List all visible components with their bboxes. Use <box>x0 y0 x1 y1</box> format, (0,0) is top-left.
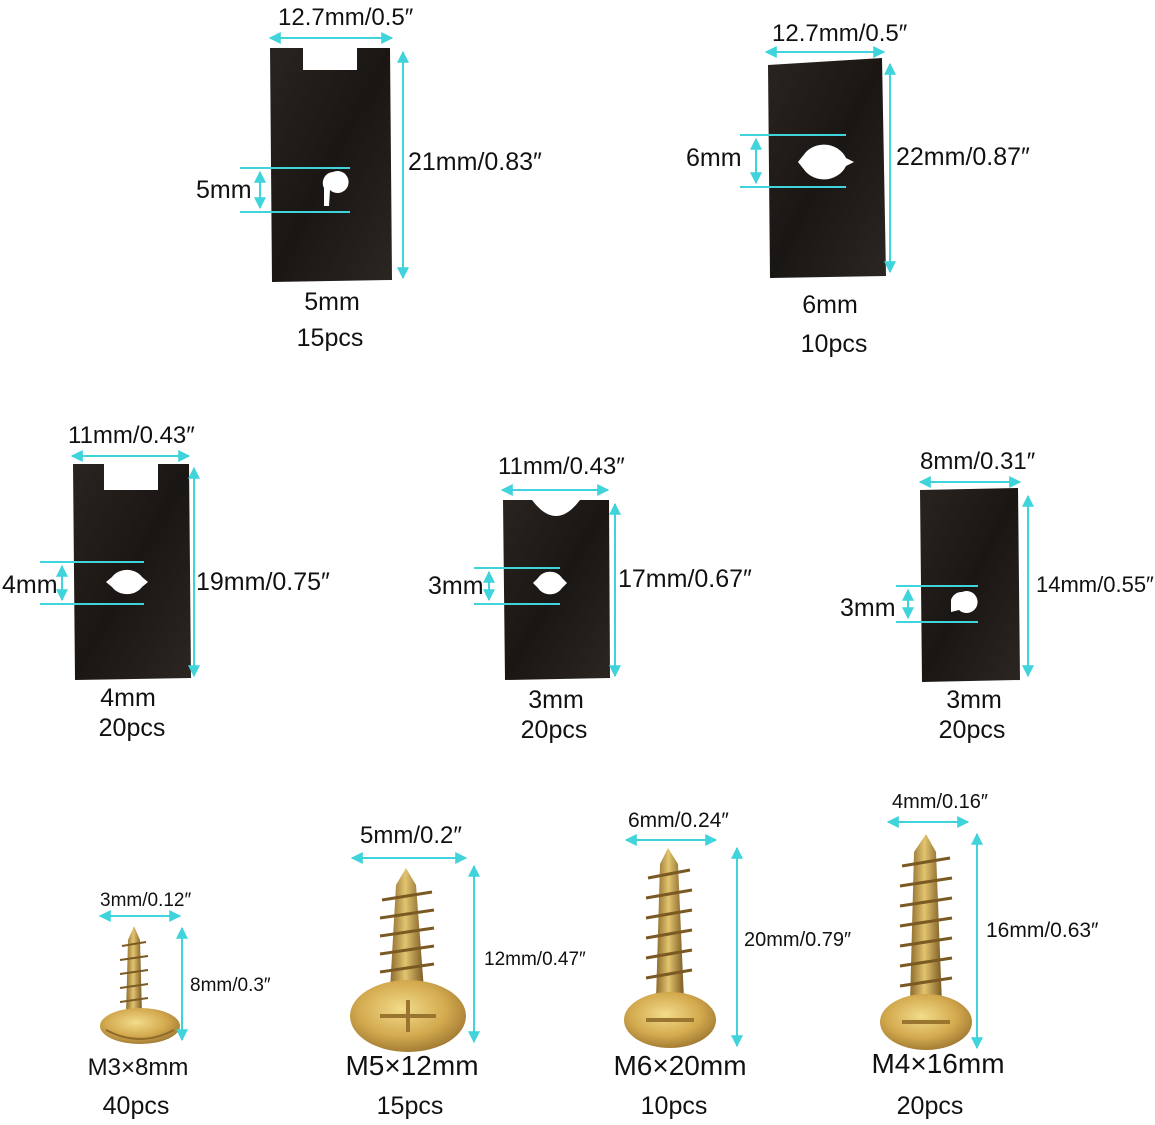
screw-m5x12-dimensions <box>350 852 480 1044</box>
clip-4mm-qty: 20pcs <box>98 714 166 742</box>
screw-m3x8-length-label: 8mm/0.3″ <box>190 975 271 996</box>
clip-3mm-b-height-label: 14mm/0.55″ <box>1036 572 1154 597</box>
screw-m4x16-qty: 20pcs <box>896 1092 964 1120</box>
clip-3mm-b-qty: 20pcs <box>938 716 1006 744</box>
screw-m3x8-width-label: 3mm/0.12″ <box>100 890 192 911</box>
screw-m6x20-length-label: 20mm/0.79″ <box>744 929 852 951</box>
screw-m5x12 <box>350 868 466 1052</box>
clip-5mm <box>270 48 392 282</box>
screw-m4x16-size: M4×16mm <box>871 1048 1005 1079</box>
clip-3mm-b-width-label: 8mm/0.31″ <box>920 448 1036 475</box>
clip-6mm-hole-label: 6mm <box>686 144 742 172</box>
clip-4mm-hole-label: 4mm <box>2 571 58 599</box>
clip-3mm-a-width-label: 11mm/0.43″ <box>498 453 625 480</box>
clip-5mm-height-label: 21mm/0.83″ <box>408 148 542 176</box>
screw-m6x20 <box>624 848 716 1048</box>
screw-m5x12-length-label: 12mm/0.47″ <box>484 949 586 970</box>
clip-3mm-a-height-label: 17mm/0.67″ <box>618 565 752 593</box>
screw-m3x8-qty: 40pcs <box>102 1092 170 1120</box>
screw-m3x8-size: M3×8mm <box>87 1054 189 1081</box>
screw-m4x16-width-label: 4mm/0.16″ <box>892 791 989 813</box>
screw-m5x12-width-label: 5mm/0.2″ <box>360 822 462 849</box>
clip-6mm-dimensions <box>740 46 896 274</box>
clip-5mm-dimensions <box>240 32 409 280</box>
screw-m5x12-qty: 15pcs <box>376 1092 444 1120</box>
clip-3mm-a-qty: 20pcs <box>520 716 588 744</box>
screw-m6x20-dimensions <box>624 834 743 1048</box>
clip-3mm-a <box>503 500 610 680</box>
clip-5mm-hole-label: 5mm <box>196 176 252 204</box>
screw-m5x12-size: M5×12mm <box>345 1050 479 1081</box>
screw-m3x8-dimensions <box>98 910 188 1042</box>
clip-5mm-size: 5mm <box>304 288 360 316</box>
clip-3mm-b-size: 3mm <box>946 686 1002 714</box>
clip-6mm <box>768 58 886 278</box>
clip-6mm-width-label: 12.7mm/0.5″ <box>772 20 908 47</box>
clip-3mm-a-dimensions <box>474 484 621 678</box>
clip-4mm-height-label: 19mm/0.75″ <box>196 568 330 596</box>
screw-m6x20-qty: 10pcs <box>640 1092 708 1120</box>
screw-m3x8 <box>100 926 180 1044</box>
clip-3mm-b-dimensions <box>896 476 1034 678</box>
clip-4mm <box>73 464 191 680</box>
clip-4mm-size: 4mm <box>100 684 156 712</box>
clip-3mm-a-hole-label: 3mm <box>428 572 484 600</box>
screw-m6x20-width-label: 6mm/0.24″ <box>628 809 729 832</box>
clip-3mm-a-size: 3mm <box>528 686 584 714</box>
screw-m4x16-length-label: 16mm/0.63″ <box>986 919 1099 942</box>
clip-5mm-qty: 15pcs <box>296 324 364 352</box>
clip-4mm-dimensions <box>40 450 200 678</box>
clip-6mm-qty: 10pcs <box>800 330 868 358</box>
clip-6mm-size: 6mm <box>802 291 858 319</box>
screw-m6x20-size: M6×20mm <box>613 1050 747 1081</box>
screw-m4x16 <box>880 834 972 1050</box>
clip-5mm-width-label: 12.7mm/0.5″ <box>278 4 414 31</box>
clip-3mm-b-hole-label: 3mm <box>840 594 896 622</box>
clip-4mm-width-label: 11mm/0.43″ <box>68 422 195 449</box>
clip-6mm-height-label: 22mm/0.87″ <box>896 143 1030 171</box>
screw-m4x16-dimensions <box>886 816 983 1050</box>
